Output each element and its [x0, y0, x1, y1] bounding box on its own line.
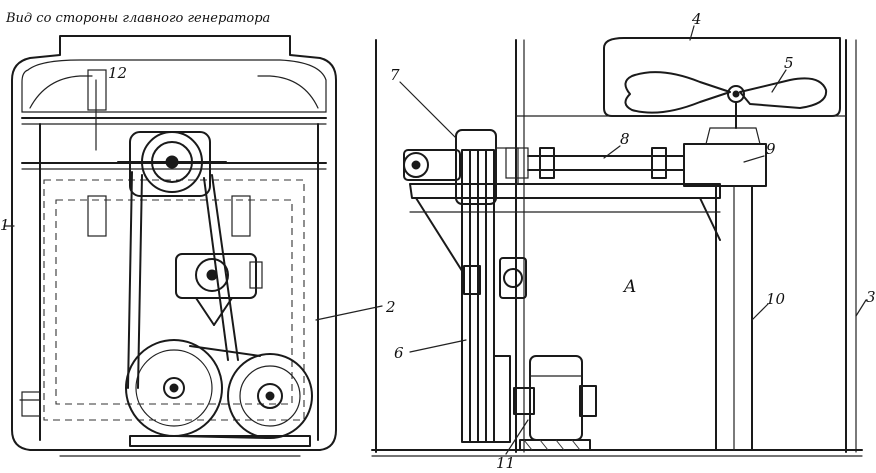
label-4: 4 [691, 10, 702, 28]
label-11: 11 [496, 454, 515, 472]
right-view [371, 25, 867, 457]
auxiliary-motor [513, 355, 597, 451]
label-3: 3 [866, 288, 876, 306]
left-base-plate [129, 435, 311, 447]
label-10: 10 [766, 290, 786, 308]
leader-7 [399, 81, 457, 139]
left-slot-top-l [87, 69, 107, 111]
left-inner-panel [43, 179, 305, 421]
label-6: 6 [394, 344, 404, 362]
fan-blades [624, 71, 828, 114]
leader-8 [603, 145, 621, 159]
label-2: 2 [385, 298, 396, 316]
upper-pulley [117, 131, 227, 197]
leader-11 [505, 419, 529, 455]
label-9: 9 [766, 140, 776, 158]
belt-stack [461, 149, 511, 443]
leader-5 [771, 69, 787, 93]
leader-3 [855, 299, 867, 317]
view-caption: Вид со стороны главного генератора [5, 11, 270, 26]
left-slot-mid-r [231, 195, 251, 237]
leader-10 [751, 303, 769, 321]
cardan-shaft [505, 147, 685, 179]
lower-small-pulley [227, 353, 313, 439]
leader-2 [315, 305, 383, 321]
label-7: 7 [390, 66, 400, 84]
left-belts [127, 171, 269, 439]
left-window-arch-r [257, 75, 319, 109]
leader-9 [743, 155, 765, 163]
left-view: Вид со стороны главного генератора [3, 11, 383, 457]
label-5: 5 [784, 54, 794, 72]
label-1: 1 [0, 216, 10, 234]
stack-tensioner [463, 257, 527, 299]
fan-gearbox [683, 101, 767, 187]
vertical-shaft [715, 185, 753, 451]
callout-labels: 12 1 2 3 4 5 6 7 8 9 10 11 A [0, 10, 876, 472]
label-A: A [622, 277, 636, 297]
label-8: 8 [620, 130, 630, 148]
drive-pulley-unit [403, 129, 519, 205]
leader-6 [409, 339, 467, 353]
left-cab-top [21, 59, 327, 113]
left-foot-block [21, 391, 41, 417]
left-window-arch-l [29, 75, 93, 109]
lower-large-pulley [125, 339, 223, 437]
left-body-outline [11, 35, 337, 451]
label-12: 12 [108, 64, 127, 82]
leader-4 [689, 25, 695, 41]
bracket-beam [409, 183, 721, 199]
left-inner-panel-2 [55, 199, 293, 405]
bracket-diagonal [415, 197, 721, 275]
fan-housing [603, 37, 841, 117]
left-slot-mid-l [87, 195, 107, 237]
